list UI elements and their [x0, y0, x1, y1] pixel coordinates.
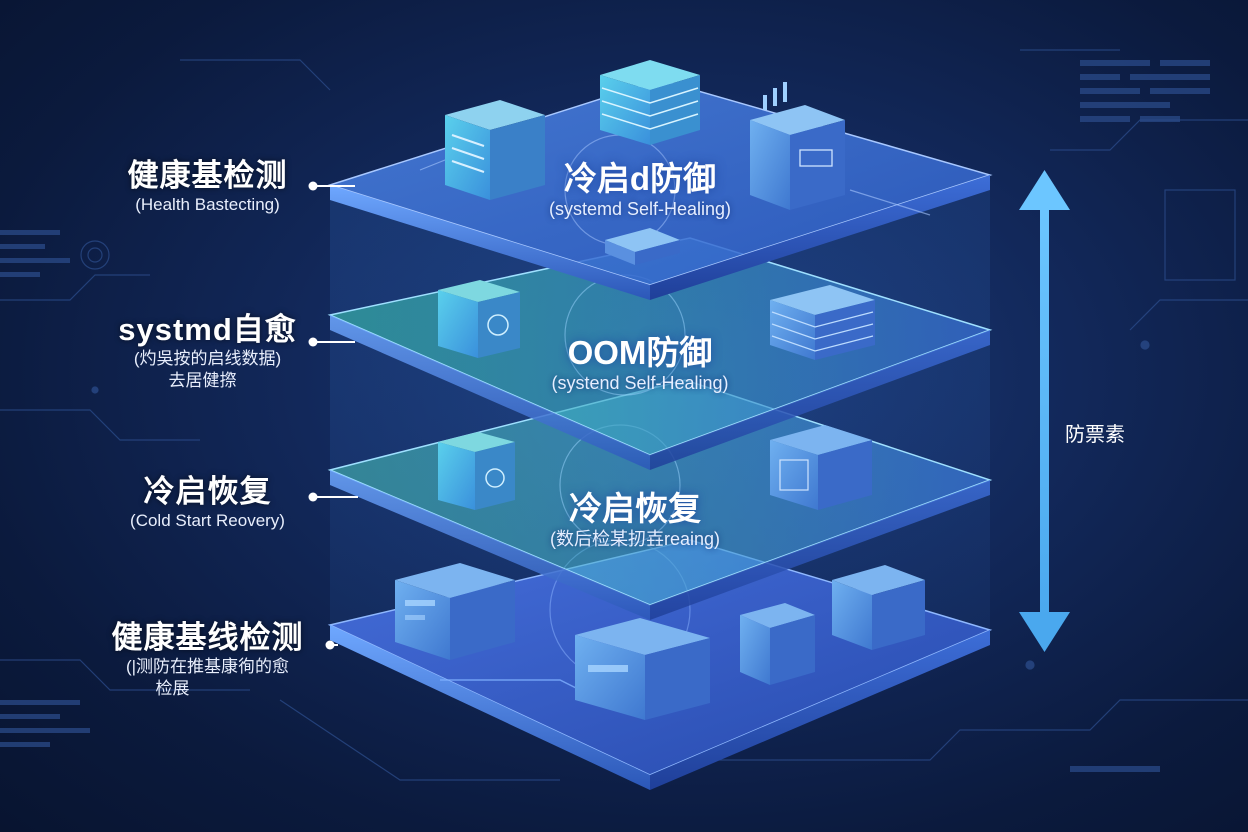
- base-servers: [395, 563, 925, 720]
- background-data-bars: [0, 60, 1210, 772]
- left-label-health-check: 健康基检测 (Health Bastecting): [110, 158, 305, 216]
- top-servers: [445, 60, 845, 265]
- connector-dot: [308, 337, 318, 347]
- connector-dot: [308, 492, 318, 502]
- left-label-subtitle-2: 检展: [155, 679, 190, 698]
- left-label-title: systmd自愈: [118, 312, 297, 347]
- arrow-side-label: 防票素: [1065, 424, 1125, 446]
- layer-label-subtitle: (systend Self-Healing): [551, 373, 729, 393]
- layer-label-title: 冷启d防御: [563, 160, 717, 197]
- low-servers: [438, 425, 872, 510]
- left-label-subtitle: (|测防在推基康徇的愈: [125, 657, 290, 676]
- background-circuitry: [0, 49, 1248, 781]
- layer-label-subtitle: (systemd Self-Healing): [548, 199, 732, 219]
- layer-label-top: 冷启d防御 (systemd Self-Healing): [500, 160, 780, 220]
- layer-label-title: 冷启恢复: [569, 490, 701, 527]
- vertical-double-arrow: [1019, 170, 1070, 652]
- layer-label-subtitle: (数后检某扨壵reaing): [549, 529, 721, 549]
- left-label-title: 健康基线检测: [111, 620, 304, 655]
- left-label-title: 健康基检测: [127, 158, 288, 193]
- left-label-systemd: systmd自愈 (灼吳按的启线数据) 去居健摖: [100, 312, 315, 392]
- connector-dot: [308, 181, 318, 191]
- left-label-subtitle: (Cold Start Reovery): [130, 511, 285, 530]
- left-label-title: 冷启恢复: [143, 474, 272, 509]
- left-label-subtitle-2: 去居健摖: [168, 371, 237, 390]
- left-label-subtitle: (Health Bastecting): [135, 195, 280, 214]
- layer-label-mid: OOM防御 (systend Self-Healing): [500, 334, 780, 394]
- left-label-baseline: 健康基线检测 (|测防在推基康徇的愈 检展: [95, 620, 320, 700]
- left-label-cold-start: 冷启恢复 (Cold Start Reovery): [105, 474, 310, 532]
- mid-servers: [438, 280, 875, 360]
- connector-dots: [308, 181, 335, 650]
- layer-label-title: OOM防御: [567, 334, 713, 371]
- left-label-subtitle: (灼吳按的启线数据): [133, 349, 282, 368]
- layer-label-low: 冷启恢复 (数后检某扨壵reaing): [495, 490, 775, 550]
- connector-dot: [325, 640, 335, 650]
